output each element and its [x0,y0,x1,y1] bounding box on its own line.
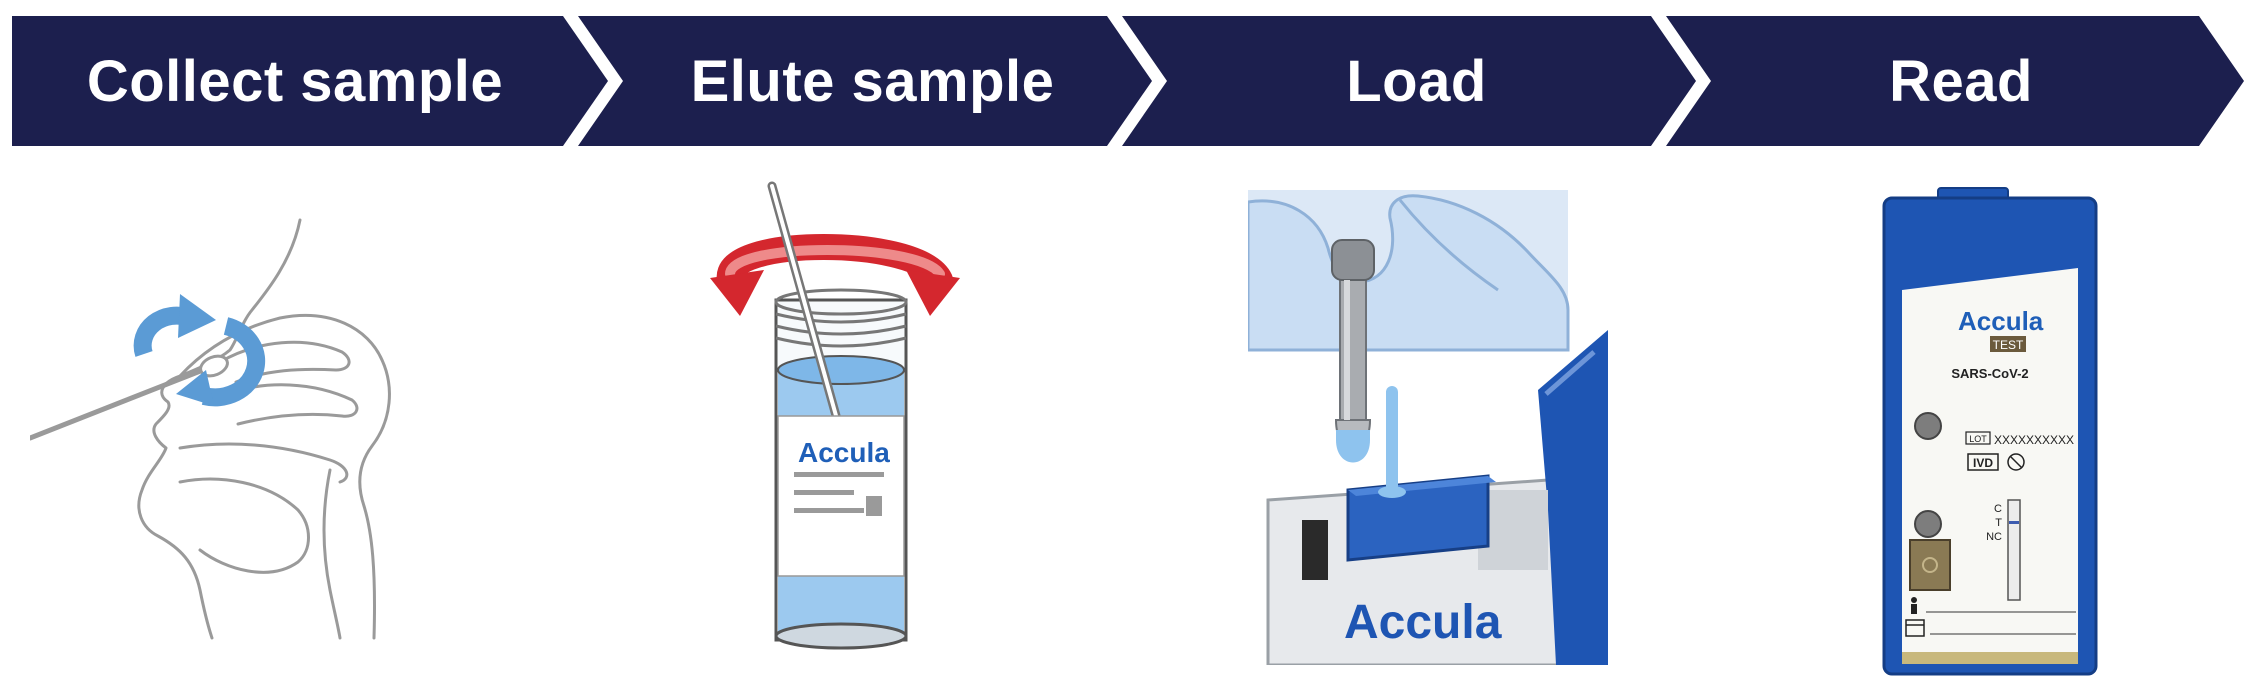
throat-outline [322,468,342,640]
lot-label: LOT [1969,434,1987,444]
ivd-label: IVD [1973,456,1993,470]
svg-text:TEST: TEST [1993,338,2024,352]
rotate-arrow-icon [710,234,960,316]
dropper-tube [1331,239,1375,450]
step-chevron-read [1666,16,2244,146]
tongue-outline [178,477,310,574]
operator-field [1911,597,2076,614]
single-use-icon [2007,453,2025,471]
collect-sample-illustration [30,218,391,640]
cassette-brand: Accula [1958,306,2044,336]
sample-port [1914,412,1942,440]
dock-blue-side [1538,330,1608,665]
read-illustration: Accula TEST SARS-CoV-2 LOT XXXXXXXXXX IV… [1882,187,2098,676]
gloved-hand [1248,194,1570,352]
swab-stick [30,365,211,441]
dock-rear-panel [1478,490,1548,570]
dispense-stream [1386,386,1398,492]
step-chevron-collect [12,16,608,146]
calendar-icon [1905,619,2076,637]
process-banner [12,16,2244,146]
cassette-badge [1990,336,2026,352]
nasal-cavity-outline [178,313,391,640]
rotate-arrow-icon [133,294,266,407]
reaction-window [1909,539,1951,591]
step-chevron-load [1122,16,1696,146]
vial-liquid-surface [777,355,905,385]
vial-bottom [774,622,908,650]
step-label-load: Load [1346,48,1487,114]
nasal-turbinate-upper [218,340,351,384]
svg-text:NC: NC [1986,531,2002,543]
step-label-collect: Collect sample [86,48,504,114]
swab-tip [199,354,229,378]
result-strip [2007,499,2021,601]
dock-cartridge-slot [1346,474,1490,562]
vial-label [777,415,905,577]
lot-value: XXXXXXXXXX [1994,433,2074,447]
step-chevron-elute [578,16,1152,146]
vial-brand: Accula [798,437,890,468]
svg-text:C: C [1994,503,2002,515]
test-line [2009,521,2019,524]
palate-outline [178,442,349,484]
face-profile-outline [137,218,302,640]
svg-text:T: T [1995,517,2002,529]
elute-sample-illustration: Accula [710,181,960,650]
step-label-read: Read [1889,48,2033,114]
vial-thread [774,288,908,348]
dock-brand: Accula [1344,596,1502,649]
reagent-port [1914,510,1942,538]
step-label-elute: Elute sample [690,48,1055,114]
assay-name: SARS-CoV-2 [1951,366,2028,381]
nasal-turbinate-lower [224,383,359,426]
load-illustration: Accula [1248,190,1608,665]
dropper-bulb-liquid [1336,430,1370,463]
